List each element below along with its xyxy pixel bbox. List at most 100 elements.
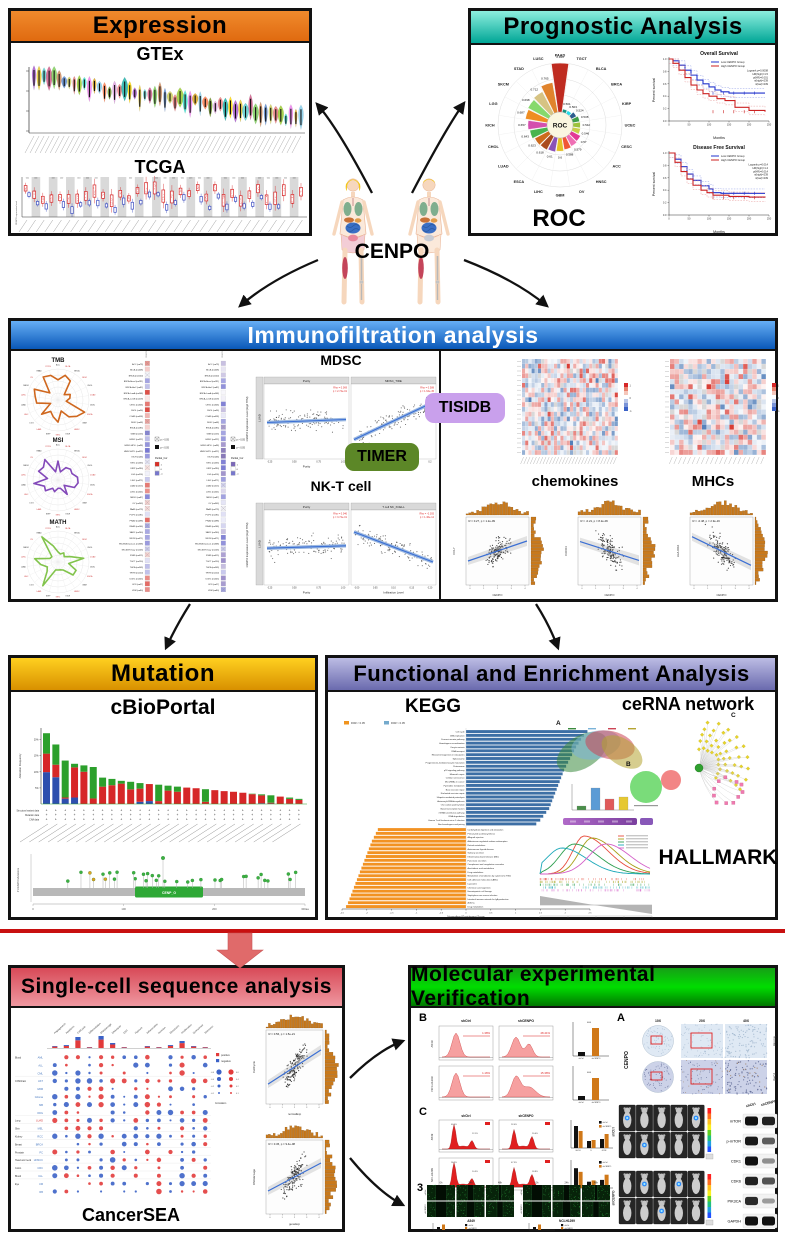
svg-text:***: ***: [155, 177, 158, 181]
svg-text:+: +: [120, 809, 122, 813]
svg-text:THCA (n=509): THCA (n=509): [206, 566, 219, 569]
svg-text:***: ***: [77, 177, 80, 181]
svg-text:Drug metabolism: Drug metabolism: [468, 871, 484, 874]
svg-text:+: +: [298, 809, 300, 813]
mdsc-title: MDSC: [320, 352, 362, 368]
svg-text:UCEC (n=545): UCEC (n=545): [206, 578, 220, 580]
cerna-title: ceRNA network: [621, 694, 755, 714]
svg-text:CENPO: CENPO: [146, 350, 148, 358]
svg-text:0: 0: [581, 588, 583, 590]
svg-text:***: ***: [293, 177, 296, 181]
svg-text:150: 150: [727, 217, 732, 221]
svg-text:DLBC (n=48): DLBC (n=48): [207, 422, 219, 424]
svg-text:+: +: [46, 813, 48, 817]
svg-text:0.2: 0.2: [663, 107, 667, 111]
svg-text:MicroRNAs in cancer: MicroRNAs in cancer: [445, 781, 465, 784]
nkt-title: NK-T cell: [310, 478, 372, 494]
svg-text:KIRP: KIRP: [46, 433, 51, 435]
svg-text:COAD: COAD: [90, 394, 96, 397]
svg-text:+: +: [223, 809, 225, 813]
svg-text:RB: RB: [39, 1190, 43, 1194]
svg-text:+: +: [74, 809, 76, 813]
svg-text:p = 1.46e-12: p = 1.46e-12: [420, 516, 435, 519]
svg-text:BRCA-Basal (n=191): BRCA-Basal (n=191): [200, 380, 219, 383]
svg-text:Cell adhesion molecules (CAMs): Cell adhesion molecules (CAMs): [468, 879, 498, 882]
svg-text:3: 3: [735, 588, 737, 590]
svg-text:+: +: [242, 818, 244, 822]
svg-text:n(high)=239: n(high)=239: [754, 173, 768, 177]
svg-text:***: ***: [275, 177, 278, 181]
svg-text:LUAD: LUAD: [258, 414, 262, 422]
svg-text:LUAD: LUAD: [498, 165, 509, 169]
svg-text:-0.6: -0.6: [211, 1072, 214, 1074]
svg-text:T cell NK_XCELL: T cell NK_XCELL: [382, 505, 405, 509]
svg-text:Spliceosome: Spliceosome: [453, 758, 466, 760]
svg-text:Nucleotide excision repair: Nucleotide excision repair: [441, 792, 465, 795]
svg-text:Colon: Colon: [15, 1167, 22, 1170]
svg-text:Basal transcription factors: Basal transcription factors: [441, 808, 465, 811]
svg-text:Logrank p=0.014: Logrank p=0.014: [748, 163, 768, 167]
svg-text:Overall Survival: Overall Survival: [700, 51, 738, 57]
svg-text:One carbon pool by folate: One carbon pool by folate: [441, 804, 466, 807]
svg-text:BRCA-LumB (n=219): BRCA-LumB (n=219): [124, 398, 144, 401]
svg-text:Rho = 0.588: Rho = 0.588: [420, 387, 434, 390]
human-anatomy-figure-male: [408, 178, 450, 305]
cell-cycle-bar-charts: G0/G1SG2/MshCtrlshCENPOG0/G1SG2/MshCtrls…: [570, 1120, 613, 1192]
svg-text:RCC: RCC: [37, 1135, 43, 1139]
svg-text:Ribosome biogenesis in eukaryo: Ribosome biogenesis in eukaryotes: [432, 754, 465, 757]
svg-text:0.50: 0.50: [292, 462, 297, 464]
svg-text:***: ***: [284, 177, 287, 181]
svg-text:3: 3: [306, 1107, 308, 1109]
svg-text:Normalized Enrichment Score: Normalized Enrichment Score: [447, 915, 485, 919]
tmb-radar-chart: TMBACCBLCABRCACESCCHOLCOADDLBCESCAGBMHNS…: [21, 358, 96, 437]
svg-text:BRCA: BRCA: [74, 369, 80, 372]
svg-text:+: +: [83, 813, 85, 817]
mhcs-heatmap: 10-1: [665, 359, 780, 465]
svg-text:+: +: [120, 818, 122, 822]
svg-text:LUSC: LUSC: [533, 57, 544, 61]
svg-text:BRCA (n=1100): BRCA (n=1100): [129, 374, 144, 377]
svg-text:LUSC: LUSC: [21, 395, 27, 397]
svg-text:KIRC: KIRC: [56, 515, 61, 517]
svg-text:n(high)=239: n(high)=239: [754, 79, 768, 83]
svg-text:CCL7: CCL7: [452, 547, 456, 555]
panel-molecular: Molecular experimental Verification B sh…: [408, 963, 778, 1232]
svg-text:0.687: 0.687: [517, 110, 525, 114]
svg-text:ESCA: ESCA: [87, 575, 93, 578]
svg-text:n(low)=239: n(low)=239: [755, 176, 768, 180]
svg-text:***: ***: [258, 177, 261, 181]
svg-text:3: 3: [623, 588, 625, 590]
functional-title: Functional and Enrichment Analysis: [353, 661, 750, 686]
svg-text:***: ***: [224, 177, 227, 181]
svg-text:0: 0: [465, 913, 467, 915]
svg-text:STAD (n=415): STAD (n=415): [130, 554, 143, 557]
panel-mutation: Mutation cBioPortal 5%10%15%20%Alteratio…: [8, 655, 318, 920]
svg-text:Human T-cell leukemia virus 1: Human T-cell leukemia virus 1 infection: [428, 819, 465, 822]
svg-text:+: +: [46, 809, 48, 813]
svg-text:Stemness: Stemness: [204, 1025, 215, 1035]
svg-text:+: +: [74, 818, 76, 822]
svg-text:GBM: GBM: [82, 423, 87, 425]
cerna-track-bar: [563, 818, 653, 825]
svg-text:-2.5: -2.5: [340, 913, 345, 915]
svg-text:Rho = -0.305: Rho = -0.305: [419, 513, 434, 516]
svg-text:THYM (n=120): THYM (n=120): [206, 573, 220, 575]
svg-text:ESCA (n=185): ESCA (n=185): [130, 427, 143, 430]
svg-text:CHOL: CHOL: [87, 547, 92, 549]
svg-text:BRCA-LumA (n=568): BRCA-LumA (n=568): [200, 392, 220, 395]
svg-text:PAAD: PAAD: [37, 531, 43, 534]
svg-text:ESCA: ESCA: [87, 493, 93, 496]
svg-text:KICH: KICH: [485, 123, 495, 127]
svg-text:+: +: [167, 818, 169, 822]
svg-text:Staphylococcus aureus infectio: Staphylococcus aureus infection: [468, 894, 499, 897]
svg-text:Blood: Blood: [15, 1057, 22, 1060]
svg-text:0.588: 0.588: [566, 153, 574, 157]
tcga-title: TCGA: [134, 157, 186, 177]
svg-text:0.538: 0.538: [581, 115, 589, 119]
single-cell-header: Single-cell sequence analysis: [11, 968, 342, 1008]
